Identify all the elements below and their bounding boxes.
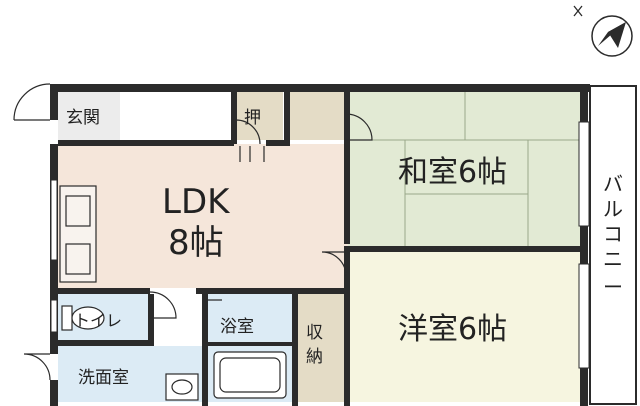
balcony-outline [589,85,637,405]
kitchen-counter [59,185,97,283]
closet-label: 押 [244,108,261,128]
balcony-char: ル [603,197,623,221]
balcony-char: バ [603,172,623,196]
washbasin [165,373,199,401]
yoshitsu-floor [348,252,584,402]
balcony-char: コ [603,222,623,246]
washitsu-label: 和室6帖 [398,155,507,190]
storage-label-line1: 収 [306,323,323,343]
toilet-fixture [61,305,105,331]
closet2-floor [289,92,345,140]
walls [50,84,590,406]
ldk-label-line2: 8帖 [168,223,224,263]
bath-label: 浴室 [220,317,254,337]
entrance-label: 玄関 [66,108,100,128]
balcony-floor [590,86,636,404]
balcony-char: ー [603,275,623,299]
closet-floor [235,92,283,140]
balcony-label: バ ル コ ニ ー [603,172,623,299]
north-arrow-icon [573,5,633,57]
yoshitsu-label: 洋室6帖 [398,312,507,347]
washitsu-floor [348,92,584,248]
doors [13,83,528,381]
storage-label-line2: 納 [306,347,323,367]
bathtub [213,351,287,399]
balcony-char: ニ [603,247,623,271]
storage-floor [298,294,346,402]
ldk-label-line1: LDK [162,182,231,222]
toilet-label: トイレ [74,311,122,330]
washroom-label: 洗面室 [78,368,129,388]
ldk-floor [58,144,348,288]
entrance-floor [58,92,120,144]
tatami-lines [348,92,584,248]
